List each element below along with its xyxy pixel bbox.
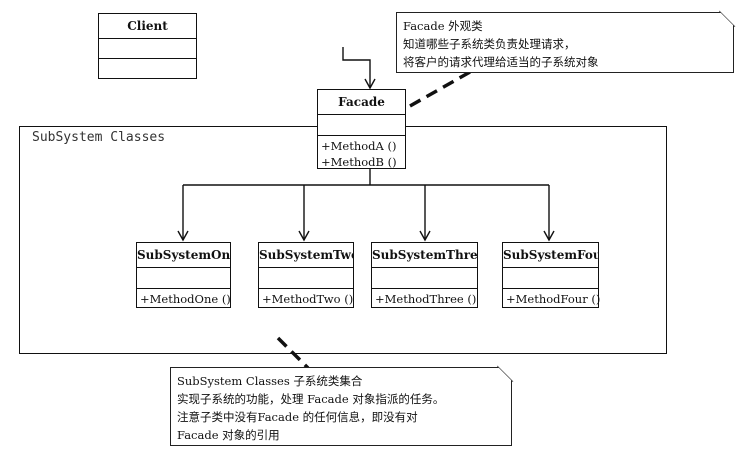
subsystem-three-name: SubSystemThree — [372, 243, 477, 268]
subsystem-one-name: SubSystemOne — [137, 243, 230, 268]
subsystem-three-class: SubSystemThree +MethodThree () — [371, 242, 478, 308]
facade-note-line-3: 将客户的请求代理给适当的子系统对象 — [403, 55, 599, 69]
subsystem-note-line-4: Facade 对象的引用 — [177, 428, 280, 442]
subsystem-three-attributes — [372, 268, 477, 289]
subsystem-two-attributes — [259, 268, 353, 289]
subsystem-one-class: SubSystemOne +MethodOne () — [136, 242, 231, 308]
facade-note-line-1: Facade 外观类 — [403, 19, 483, 33]
facade-operations: +MethodA () +MethodB () — [318, 136, 405, 172]
facade-class-name: Facade — [318, 90, 405, 115]
facade-class: Facade +MethodA () +MethodB () — [317, 89, 406, 169]
client-class: Client — [98, 13, 197, 79]
subsystem-note-line-3: 注意子类中没有Facade 的任何信息，即没有对 — [177, 410, 418, 424]
facade-note-line-2: 知道哪些子系统类负责处理请求， — [403, 37, 576, 51]
subsystem-two-operation: +MethodTwo () — [262, 292, 354, 306]
subsystem-four-name: SubSystemFour — [503, 243, 598, 268]
subsystem-three-operation: +MethodThree () — [375, 292, 477, 306]
subsystem-four-class: SubSystemFour +MethodFour () — [502, 242, 601, 308]
facade-note: Facade 外观类 知道哪些子系统类负责处理请求， 将客户的请求代理给适当的子… — [396, 12, 734, 73]
subsystem-note: SubSystem Classes 子系统类集合 实现子系统的功能，处理 Fac… — [170, 367, 512, 446]
subsystem-one-operation: +MethodOne () — [140, 292, 231, 306]
facade-attributes — [318, 115, 405, 136]
subsystem-one-attributes — [137, 268, 230, 289]
subsystem-frame-label: SubSystem Classes — [32, 130, 166, 145]
subsystem-two-name: SubSystemTwo — [259, 243, 353, 268]
facade-method-a: +MethodA () — [321, 139, 397, 153]
subsystem-note-line-1: SubSystem Classes 子系统类集合 — [177, 374, 363, 388]
facade-note-anchor — [409, 70, 471, 108]
client-to-facade-arrow — [342, 47, 376, 90]
subsystem-note-line-2: 实现子系统的功能，处理 Facade 对象指派的任务。 — [177, 392, 445, 406]
subsystem-four-operation: +MethodFour () — [506, 292, 601, 306]
subsystem-two-class: SubSystemTwo +MethodTwo () — [258, 242, 354, 308]
client-attributes — [99, 39, 196, 59]
subsystem-four-attributes — [503, 268, 598, 289]
facade-method-b: +MethodB () — [321, 155, 397, 169]
client-class-name: Client — [99, 14, 196, 39]
